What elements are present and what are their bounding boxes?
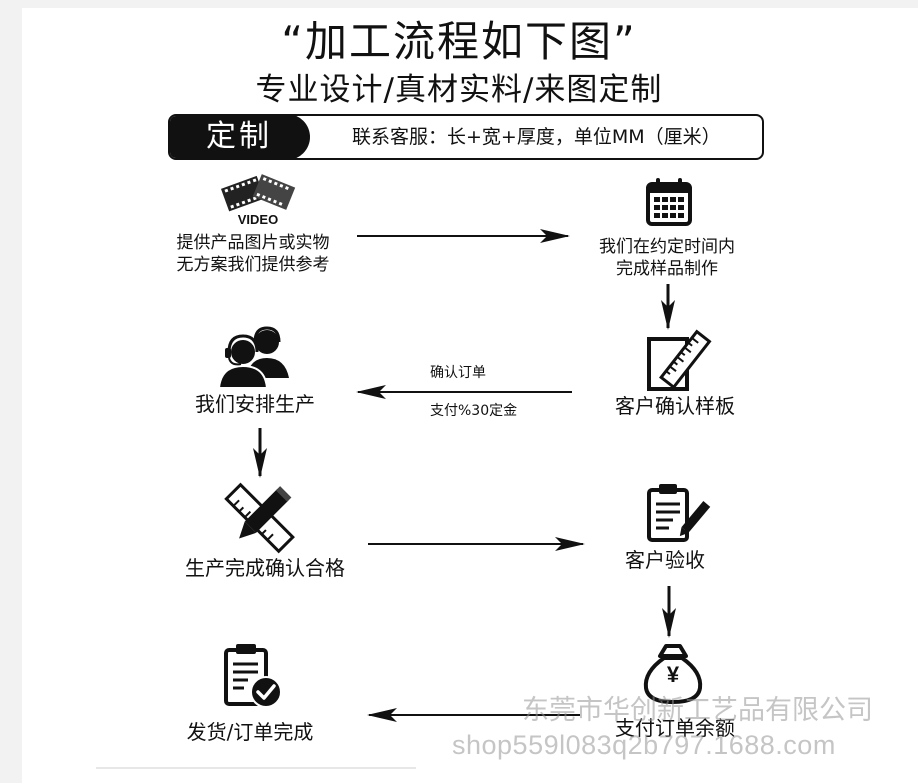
step-balance-label: 支付订单余额 [615,716,735,740]
step-arrange-label: 我们安排生产 [195,392,315,416]
step-provide-line-2: 无方案我们提供参考 [176,255,330,275]
banner-tag: 定制 [170,116,310,158]
step-provide-line-1: 提供产品图片或实物 [176,233,330,253]
confirm-order-label: 确认订单 [430,365,486,381]
page-title: “加工流程如下图” [281,17,637,66]
watermark-url: shop559l083q2b797.1688.com [452,730,836,760]
step-provide-label: 提供产品图片或实物 无方案我们提供参考 [153,232,353,276]
watermark-company: 东莞市华创新工艺品有限公司 [522,695,873,725]
step-sample-label: 我们在约定时间内 完成样品制作 [577,236,757,280]
step-confirm-sample-label: 客户确认样板 [615,394,735,418]
deposit-label: 支付%30定金 [430,403,518,419]
clipboard-pen-icon [647,484,711,542]
step-sample-line-1: 我们在约定时间内 [599,237,735,257]
checklist-icon [224,644,282,708]
banner-text: 联系客服：长+宽+厚度，单位MM（厘米） [352,126,721,148]
calendar-icon [646,178,692,226]
step-produce-label: 生产完成确认合格 [185,556,345,580]
step-inspect-label: 客户验收 [625,548,705,572]
money-bag-icon [643,644,703,705]
pencil-ruler-icon [224,482,295,554]
ruler-notebook-icon [647,329,712,391]
headset-people-icon [217,326,289,389]
step-sample-line-2: 完成样品制作 [616,259,718,279]
yen-sign: ¥ [666,662,680,687]
video-text: VIDEO [237,212,279,227]
video-film-icon [220,174,296,212]
page-subtitle: 专业设计/真材实料/来图定制 [255,72,663,108]
step-ship-label: 发货/订单完成 [186,720,314,744]
custom-banner: 定制 联系客服：长+宽+厚度，单位MM（厘米） [168,114,764,160]
